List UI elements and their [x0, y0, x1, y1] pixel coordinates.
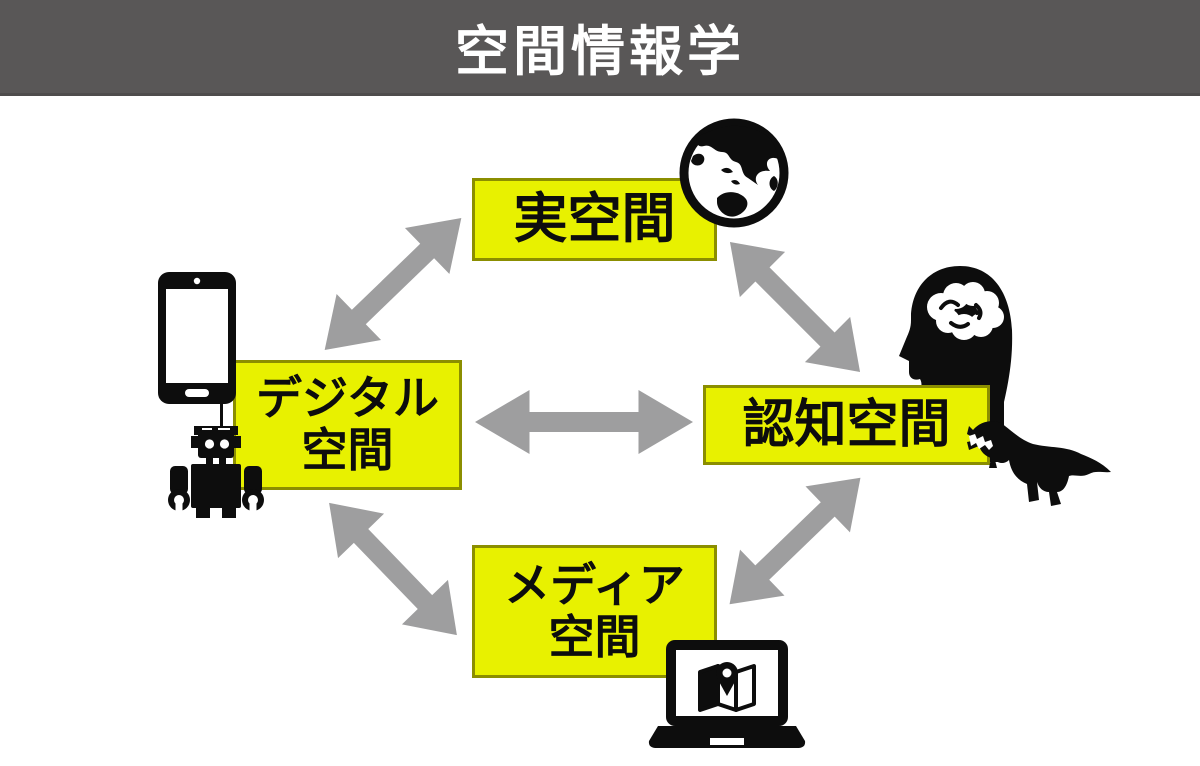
node-label-line1: デジタル [255, 372, 440, 425]
smartphone-icon [158, 272, 236, 404]
arrow-digital-real [297, 189, 489, 379]
laptop-map-icon [648, 640, 806, 752]
node-label-line2: 空間 [548, 610, 641, 663]
double-arrow-icon [729, 241, 861, 373]
title-bar: 空間情報学 [0, 0, 1200, 96]
arrow-digital-cognitive [475, 382, 693, 462]
arrow-media-cognitive [702, 449, 888, 633]
node-label-line1: メディア [504, 558, 685, 611]
arrow-real-cognitive [702, 214, 889, 401]
globe-icon [679, 118, 789, 228]
t-rex-icon [963, 416, 1113, 510]
node-real-space: 実空間 [472, 178, 717, 261]
robot-icon [162, 420, 266, 518]
robot-antenna-line [220, 402, 223, 430]
node-cognitive-space: 認知空間 [703, 385, 990, 465]
node-label-line2: 空間 [301, 424, 394, 476]
double-arrow-icon [729, 477, 861, 605]
double-arrow-icon [475, 390, 693, 454]
page-title: 空間情報学 [455, 22, 745, 82]
double-arrow-icon [329, 502, 457, 636]
node-label: 実空間 [513, 189, 676, 250]
arrow-digital-media [300, 475, 485, 663]
node-label: 認知空間 [742, 395, 951, 454]
double-arrow-icon [324, 218, 462, 350]
node-digital-space: デジタル 空間 [233, 360, 462, 490]
